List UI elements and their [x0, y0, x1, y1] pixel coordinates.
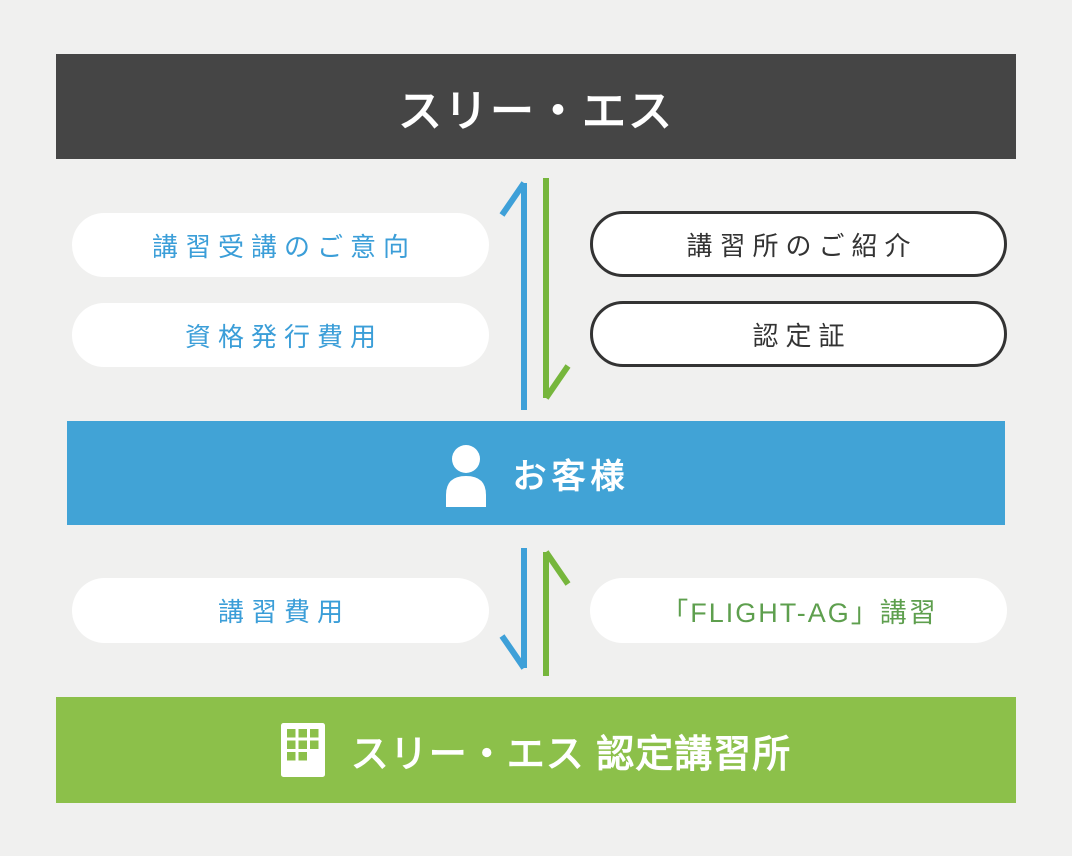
pill-certificate: 認定証: [590, 301, 1007, 367]
pill-flight-ag-course-label: 「FLIGHT-AG」講習: [661, 598, 938, 628]
pill-course-fee: 講習費用: [72, 578, 489, 643]
provider-bar-label: スリー・エス: [398, 86, 674, 136]
school-bar-label: スリー・エス 認定講習所: [350, 733, 792, 776]
arrow-down-green-icon: [543, 178, 571, 400]
pill-certification-fee-label: 資格発行費用: [184, 321, 383, 352]
arrow-up-blue-icon: [499, 181, 527, 410]
pill-school-introduction-label: 講習所のご紹介: [686, 230, 918, 261]
pill-certification-fee: 資格発行費用: [72, 303, 489, 367]
pill-flight-ag-course: 「FLIGHT-AG」講習: [590, 578, 1007, 643]
customer-bar-label: お客様: [512, 457, 630, 496]
provider-bar: スリー・エス: [56, 54, 1016, 159]
building-icon: [280, 723, 325, 777]
pill-certificate-label: 認定証: [752, 320, 852, 351]
person-icon: [445, 444, 486, 507]
pill-course-intent-label: 講習受講のご意向: [151, 231, 416, 262]
school-bar: スリー・エス 認定講習所: [56, 697, 1016, 803]
bottom-arrows: [499, 548, 571, 676]
arrow-down-blue-icon: [499, 548, 527, 670]
pill-course-intent: 講習受講のご意向: [72, 213, 489, 277]
top-arrows: [499, 178, 571, 410]
arrow-up-green-icon: [543, 550, 571, 676]
pill-school-introduction: 講習所のご紹介: [590, 211, 1007, 277]
customer-bar: お客様: [67, 421, 1005, 525]
pill-course-fee-label: 講習費用: [217, 597, 350, 627]
